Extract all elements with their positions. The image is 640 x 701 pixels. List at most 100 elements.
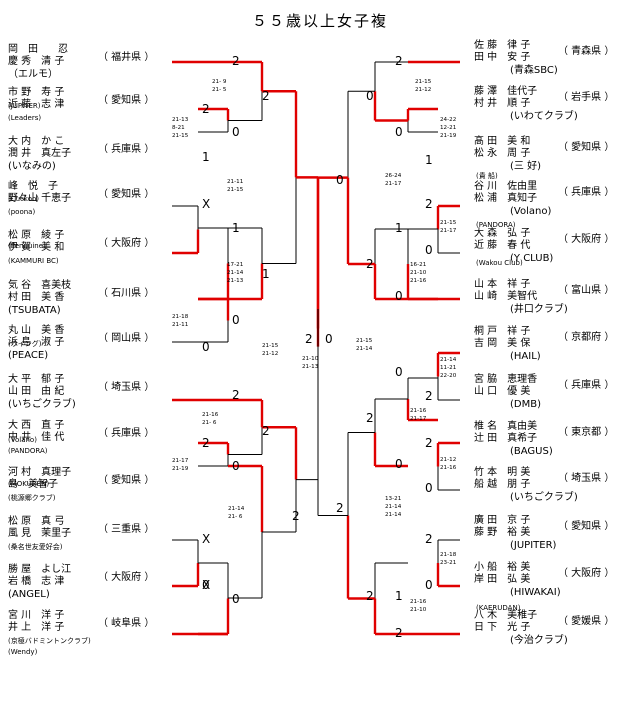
game-score: 21-16 (410, 278, 427, 285)
right-player-2: 松 永 周 子 (474, 148, 531, 159)
right-team: (いちごクラブ) (510, 492, 578, 503)
left-player-1: 松 原 真 弓 (8, 516, 65, 527)
game-score: 21-13 (172, 117, 189, 123)
round-result: 0 (425, 481, 433, 495)
right-player-1: 髙 田 美 和 (474, 136, 531, 147)
game-score: 21-15 (172, 133, 189, 140)
round-result: 1 (232, 221, 240, 235)
right-team: (井口クラブ) (510, 304, 568, 315)
game-score: 21-13 (227, 278, 244, 285)
right-team: (DMB) (510, 399, 541, 410)
game-score: 21-16 (410, 408, 427, 414)
right-team: (青森SBC) (510, 65, 558, 76)
round-result: 1 (262, 267, 270, 281)
round-result: 2 (366, 257, 374, 271)
right-player-1: 八 木 美稚子 (474, 610, 538, 621)
round-result: 0 (395, 125, 403, 139)
right-prefecture: （ 富山県 ） (558, 285, 615, 296)
game-score: 21-15 (440, 220, 457, 226)
left-prefecture: （ 岡山県 ） (98, 333, 155, 344)
left-player-2: 近 藤 志 津 (8, 99, 65, 110)
left-player-2: 井 上 洋 子 (8, 622, 65, 633)
right-team: (HAIL) (510, 351, 541, 362)
left-player-1: 大 平 郁 子 (8, 374, 65, 385)
game-score: 21-16 (202, 412, 219, 418)
left-prefecture: （ 愛知県 ） (98, 95, 155, 106)
game-score: 22-20 (440, 373, 457, 380)
left-team: (TSUBATA) (8, 305, 61, 316)
round-result: 0 (366, 89, 374, 103)
game-score: 21-14 (440, 357, 457, 363)
right-player-2: 辻 田 真希子 (474, 433, 538, 444)
right-prefecture: （ 大阪府 ） (558, 568, 615, 579)
right-prefecture: （ 愛知県 ） (558, 142, 615, 153)
left-team: （エルモ） (8, 69, 58, 80)
left-team-extra: (Cuckoo) (8, 195, 40, 203)
right-player-1: 大 森 弘 子 (474, 228, 531, 239)
round-result: 2 (292, 509, 300, 523)
round-result: 2 (232, 54, 240, 68)
left-player-2: 島 美智子 (8, 479, 58, 490)
round-result: 1 (395, 221, 403, 235)
left-player-2: 慶 秀 清 子 (8, 56, 65, 67)
right-player-1: 椎 名 真由美 (474, 421, 538, 432)
right-player-1: 谷 川 佐由里 (474, 181, 538, 192)
game-score: 21-13 (302, 364, 319, 371)
left-player-1: 大 西 直 子 (8, 420, 65, 431)
left-team: (PANDORA) (8, 447, 48, 455)
game-score: 21-17 (385, 181, 402, 188)
left-player-2: 山 田 由 紀 (8, 386, 65, 397)
right-player-2: 松 浦 真知子 (474, 193, 538, 204)
left-prefecture: （ 大阪府 ） (98, 572, 155, 583)
right-prefecture: （ 青森県 ） (558, 46, 615, 57)
left-player-1: 河 村 真理子 (8, 467, 72, 478)
right-team: (HIWAKAI) (510, 587, 561, 598)
round-result: 0 (325, 332, 333, 346)
right-player-1: 桐 戸 祥 子 (474, 326, 531, 337)
left-player-2: 伊 賀 美 和 (8, 242, 65, 253)
game-score: 11-21 (440, 365, 457, 372)
round-result: 0 (395, 365, 403, 379)
round-result: 1 (425, 153, 433, 167)
game-score: 21- 6 (202, 420, 217, 427)
right-player-2: 吉 岡 美 保 (474, 338, 531, 349)
game-score: 21-10 (410, 270, 427, 277)
game-score: 12-21 (440, 125, 457, 132)
round-result: 2 (232, 388, 240, 402)
game-score: 21-14 (385, 512, 402, 519)
right-player-1: 廣 田 京 子 (474, 515, 531, 526)
right-prefecture: （ 京都府 ） (558, 332, 615, 343)
right-team: (三 好) (510, 161, 541, 172)
game-score: 21-12 (440, 457, 457, 463)
game-score: 17-21 (227, 262, 244, 268)
right-team-extra: (Wakou Club) (476, 259, 523, 267)
right-team-extra: (貴 船) (476, 172, 498, 180)
round-result: 0 (232, 125, 240, 139)
game-score: 21-10 (302, 356, 319, 362)
right-team-extra: (PANDORA) (476, 221, 516, 229)
game-score: 16-21 (410, 262, 427, 268)
game-score: 21-10 (410, 607, 427, 614)
round-result: 2 (395, 54, 403, 68)
left-team: (桃源郷クラブ) (8, 494, 56, 502)
left-prefecture: （ 福井県 ） (98, 52, 155, 63)
right-player-2: 日 下 光 子 (474, 622, 531, 633)
left-player-1: 岡 田 忍 (8, 44, 68, 55)
right-player-2: 村 井 順 子 (474, 98, 531, 109)
game-score: 23-21 (440, 560, 457, 567)
right-player-1: 宮 脇 恵理香 (474, 374, 538, 385)
game-score: 21-14 (356, 346, 373, 353)
game-score: 13-21 (385, 496, 402, 502)
left-player-2: 野々山 千恵子 (8, 193, 72, 204)
round-result: 0 (232, 592, 240, 606)
right-prefecture: （ 兵庫県 ） (558, 380, 615, 391)
game-score: 26-24 (385, 173, 402, 179)
right-team: (Y CLUB) (510, 253, 554, 264)
right-player-2: 田 中 安 子 (474, 52, 531, 63)
left-team: (PEACE) (8, 350, 49, 361)
game-score: 21-11 (227, 179, 244, 185)
right-player-2: 船 越 朋 子 (474, 479, 531, 490)
game-score: 21-15 (262, 343, 279, 349)
right-prefecture: （ 埼玉県 ） (558, 473, 615, 484)
